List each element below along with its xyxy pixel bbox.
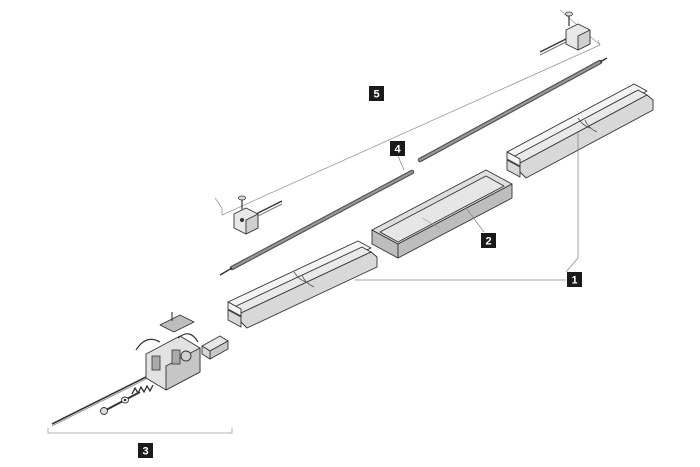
chain-lower <box>219 169 415 276</box>
drive-carriage-assembly <box>51 312 229 427</box>
tensioner-near <box>233 195 283 235</box>
callout-badge-2: 2 <box>481 233 496 248</box>
callout-badge-3: 3 <box>138 443 153 458</box>
rail-cover <box>371 169 513 259</box>
leader-4 <box>397 155 405 171</box>
callout-badge-4: 4 <box>390 141 405 156</box>
tensioner-far <box>539 11 591 56</box>
rail-section-far <box>506 83 654 179</box>
callout-label-3: 3 <box>142 446 148 458</box>
bracket-5 <box>214 9 601 216</box>
bracket-3 <box>47 428 233 434</box>
callout-badge-5: 5 <box>369 86 384 101</box>
leader-1-upper <box>565 133 579 273</box>
callout-label-1: 1 <box>571 275 577 287</box>
leader-2 <box>465 207 485 233</box>
callout-label-4: 4 <box>394 144 401 156</box>
rail-section-near <box>227 240 378 329</box>
callout-label-5: 5 <box>373 89 379 101</box>
callout-badge-1: 1 <box>567 272 582 287</box>
callout-label-2: 2 <box>485 236 491 248</box>
chain-upper <box>417 57 608 163</box>
